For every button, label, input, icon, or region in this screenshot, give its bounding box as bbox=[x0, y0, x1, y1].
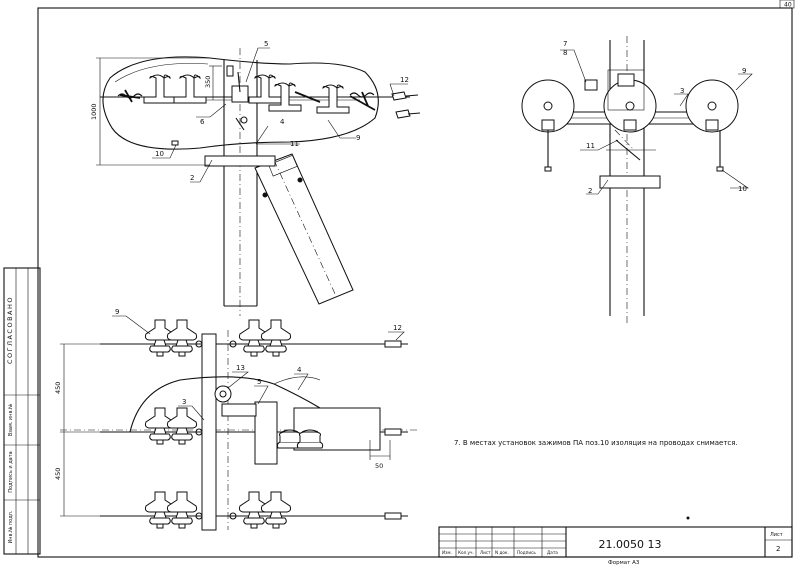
label-4: 4 bbox=[297, 366, 302, 374]
label-13: 13 bbox=[236, 364, 245, 372]
agreed-label: СОГЛАСОВАНО bbox=[6, 296, 14, 364]
dim-50: 50 bbox=[375, 462, 383, 470]
label-1000: 1000 bbox=[90, 103, 98, 120]
installation-note: 7. В местах установок зажимов ПА поз.10 … bbox=[454, 439, 738, 447]
label-7: 7 bbox=[563, 40, 567, 48]
side-stamp: СОГЛАСОВАНО Взам. инв.№ Подпись и дата И… bbox=[3, 267, 41, 555]
label-8: 8 bbox=[563, 49, 567, 57]
stamp-field-replace: Взам. инв.№ bbox=[8, 403, 14, 436]
label-12: 12 bbox=[400, 76, 409, 84]
stamp-field-signature: Подпись и дата bbox=[8, 451, 14, 492]
dim-450-upper: 450 bbox=[54, 382, 62, 394]
top-left-view: 5 350 1000 6 4 12 9 11 10 2 bbox=[90, 40, 421, 316]
stamp-field-original: Инв.№ подл. bbox=[8, 510, 14, 543]
title-col-doc: N док. bbox=[495, 550, 509, 555]
drawing-frame: 40 bbox=[37, 0, 795, 558]
top-right-view: 7 8 3 9 11 2 10 bbox=[521, 36, 753, 326]
title-col-date: Дата bbox=[547, 550, 558, 555]
format-label: Формат А3 bbox=[608, 560, 640, 566]
label-3: 3 bbox=[182, 398, 186, 406]
label-5: 5 bbox=[257, 378, 261, 386]
sheet-label: Лист bbox=[770, 532, 783, 538]
label-6: 6 bbox=[200, 118, 205, 126]
label-3: 3 bbox=[680, 87, 684, 95]
title-col-signature: Подпись bbox=[517, 550, 536, 555]
label-10: 10 bbox=[155, 150, 164, 158]
label-5: 5 bbox=[264, 40, 268, 48]
bottom-view: 9 12 13 3 5 4 450 450 50 bbox=[54, 308, 420, 531]
sheet-value: 2 bbox=[776, 545, 780, 553]
title-col-sheet: Лист bbox=[480, 550, 491, 555]
document-code: 21.0050 13 bbox=[599, 538, 662, 551]
label-9: 9 bbox=[742, 67, 746, 75]
label-11: 11 bbox=[290, 140, 299, 148]
title-col-count: Кол.уч. bbox=[458, 550, 474, 555]
dim-450-lower: 450 bbox=[54, 468, 62, 480]
title-col-change: Изм. bbox=[442, 550, 452, 555]
label-2: 2 bbox=[190, 174, 194, 182]
label-12: 12 bbox=[393, 324, 402, 332]
label-11: 11 bbox=[586, 142, 595, 150]
label-9: 9 bbox=[356, 134, 360, 142]
title-block: Изм. Кол.уч. Лист N док. Подпись Дата 21… bbox=[438, 526, 793, 558]
label-10: 10 bbox=[738, 185, 747, 193]
label-9: 9 bbox=[115, 308, 119, 316]
label-2: 2 bbox=[588, 187, 592, 195]
label-4: 4 bbox=[280, 118, 285, 126]
label-350: 350 bbox=[204, 76, 212, 88]
sheet-number-top: 40 bbox=[784, 2, 792, 9]
